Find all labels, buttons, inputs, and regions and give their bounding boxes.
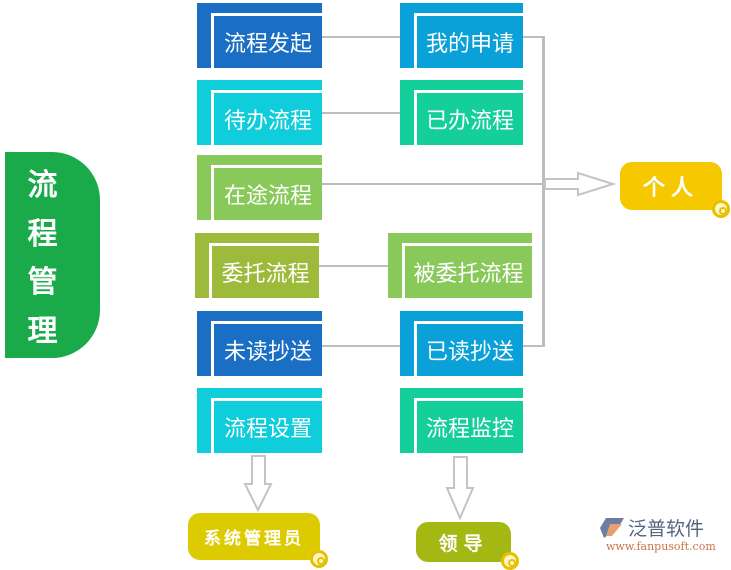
swirl-icon xyxy=(310,550,328,568)
connector-line xyxy=(523,36,544,38)
arrow-down-icon xyxy=(445,456,475,521)
title-char: 流 xyxy=(27,168,58,204)
box-my-requests[interactable]: 我的申请 xyxy=(400,3,523,68)
process-management-tab: 流 程 管 理 xyxy=(5,152,100,358)
title-char: 程 xyxy=(27,216,58,252)
connector-line xyxy=(319,265,388,267)
role-label: 系统管理员 xyxy=(204,529,304,549)
connector-line xyxy=(322,183,544,185)
box-delegated[interactable]: 被委托流程 xyxy=(388,233,532,298)
role-label: 个人 xyxy=(642,176,699,201)
connector-line xyxy=(322,112,400,114)
title-char: 管 xyxy=(27,265,58,301)
swirl-icon xyxy=(501,552,519,570)
connector-line xyxy=(322,36,400,38)
box-monitor[interactable]: 流程监控 xyxy=(400,388,523,453)
connector-line xyxy=(523,345,544,347)
box-in-progress[interactable]: 在途流程 xyxy=(197,155,322,220)
role-leader: 领导 xyxy=(416,522,519,570)
arrow-down-icon xyxy=(243,455,273,513)
logo-url: www.fanpusoft.com xyxy=(606,540,716,553)
connector-line xyxy=(542,36,545,347)
box-start[interactable]: 流程发起 xyxy=(197,3,322,68)
title-char: 理 xyxy=(27,313,58,349)
box-settings[interactable]: 流程设置 xyxy=(197,388,322,453)
role-label: 领导 xyxy=(438,532,489,555)
logo-name: 泛普软件 xyxy=(628,518,705,540)
box-read-cc[interactable]: 已读抄送 xyxy=(400,311,523,376)
box-done[interactable]: 已办流程 xyxy=(400,80,523,145)
role-admin: 系统管理员 xyxy=(188,513,328,568)
logo-icon xyxy=(600,518,624,538)
box-todo[interactable]: 待办流程 xyxy=(197,80,322,145)
swirl-icon xyxy=(712,200,730,218)
arrow-right-icon xyxy=(544,171,617,197)
role-personal: 个人 xyxy=(620,162,730,218)
connector-line xyxy=(322,345,400,347)
box-delegate[interactable]: 委托流程 xyxy=(195,233,319,298)
box-unread-cc[interactable]: 未读抄送 xyxy=(197,311,322,376)
